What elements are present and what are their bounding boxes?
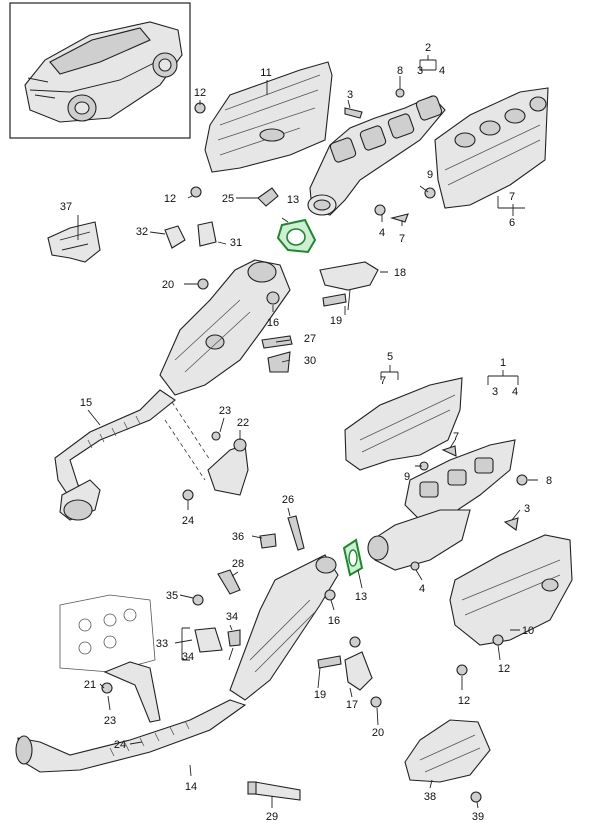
sensors-26-28-36	[217, 515, 336, 601]
sealing-paste-tube-29	[247, 781, 301, 801]
label-14: 14	[185, 781, 197, 793]
label-23b: 23	[104, 715, 116, 727]
label-38: 38	[424, 791, 436, 803]
label-19b: 19	[314, 689, 326, 701]
label-16a: 16	[267, 317, 279, 329]
label-5: 5	[387, 351, 393, 363]
catalytic-converter-right	[367, 509, 471, 571]
bracket-18	[319, 261, 379, 311]
hardware-mid-left	[197, 278, 347, 373]
label-19a: 19	[330, 315, 342, 327]
label-3d: 3	[524, 503, 530, 515]
label-22: 22	[237, 417, 249, 429]
label-12d: 12	[458, 695, 470, 707]
part-labels: 2 8 3 4 11 12 3 9 12 25 13 7 37 6 4 7 32…	[60, 42, 552, 823]
hardware-right	[410, 445, 528, 676]
exhaust-manifold-right	[404, 439, 516, 521]
label-7d: 7	[453, 431, 459, 443]
label-17: 17	[346, 699, 358, 711]
exhaust-pipe-14	[15, 699, 247, 773]
label-21: 21	[84, 679, 96, 691]
catalytic-converter-left	[159, 259, 291, 396]
label-36: 36	[232, 531, 244, 543]
clip-31-32	[164, 221, 217, 249]
label-12c: 12	[498, 663, 510, 675]
label-11: 11	[260, 67, 271, 79]
label-16b: 16	[328, 615, 340, 627]
label-4b: 4	[379, 227, 385, 239]
label-12b: 12	[164, 193, 176, 205]
label-15: 15	[80, 397, 92, 409]
label-27: 27	[304, 333, 316, 345]
heat-shield-10	[449, 534, 573, 646]
label-20a: 20	[162, 279, 174, 291]
label-13a: 13	[287, 194, 299, 206]
bracket-22-24	[182, 431, 249, 501]
bracket-37	[47, 221, 101, 263]
engine-block-sketch	[59, 594, 156, 673]
bracket-17	[317, 636, 382, 708]
heat-shield-upper-11	[204, 61, 333, 173]
label-37: 37	[60, 201, 72, 213]
vehicle-overview-inset	[9, 2, 191, 139]
exhaust-pipe-15	[54, 389, 176, 521]
label-7b: 7	[399, 233, 405, 245]
heat-shield-manifold-6	[434, 87, 549, 209]
label-12a: 12	[194, 87, 206, 99]
label-3a: 3	[417, 65, 423, 77]
label-13b: 13	[355, 591, 367, 603]
label-9a: 9	[427, 169, 433, 181]
label-4a: 4	[439, 65, 445, 77]
label-32: 32	[136, 226, 148, 238]
leader-lines	[77, 55, 538, 809]
label-39: 39	[472, 811, 484, 823]
heat-shield-38	[404, 719, 491, 803]
label-3b: 3	[347, 89, 353, 101]
label-8a: 8	[397, 65, 403, 77]
label-34b: 34	[182, 651, 194, 663]
bracket-33-34	[192, 594, 241, 653]
label-24b: 24	[114, 739, 126, 751]
label-20b: 20	[372, 727, 384, 739]
label-33: 33	[156, 638, 168, 650]
label-25: 25	[222, 193, 234, 205]
label-34a: 34	[226, 611, 238, 623]
gasket-13-lower	[342, 538, 364, 577]
label-26: 26	[282, 494, 294, 506]
label-4c: 4	[512, 386, 518, 398]
label-9b: 9	[404, 471, 410, 483]
label-8b: 8	[546, 475, 552, 487]
gasket-13-upper	[276, 218, 317, 254]
label-28: 28	[232, 558, 244, 570]
label-24a: 24	[182, 515, 194, 527]
heat-shield-5	[344, 377, 463, 471]
label-7c: 7	[380, 375, 386, 387]
label-1a: 1	[500, 357, 506, 369]
label-30: 30	[304, 355, 316, 367]
exhaust-manifold-left	[307, 95, 446, 216]
label-2: 2	[425, 42, 431, 54]
label-18: 18	[394, 267, 406, 279]
label-29: 29	[266, 811, 278, 823]
hardware-upper	[190, 88, 436, 223]
label-6: 6	[509, 217, 515, 229]
catalytic-converter-lower	[229, 554, 339, 701]
label-4d: 4	[419, 583, 425, 595]
label-3c: 3	[492, 386, 498, 398]
label-10: 10	[522, 625, 534, 637]
label-35: 35	[166, 590, 178, 602]
label-23a: 23	[219, 405, 231, 417]
label-31: 31	[230, 237, 242, 249]
label-7a: 7	[509, 191, 515, 203]
